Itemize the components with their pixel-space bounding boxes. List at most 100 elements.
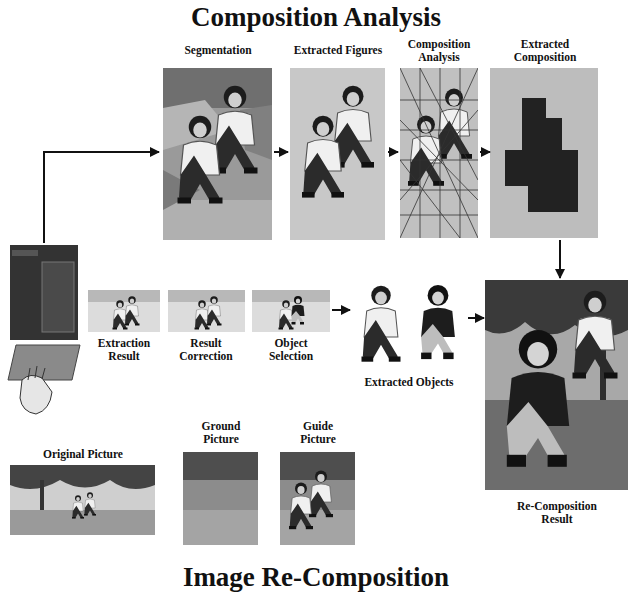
original-picture-part	[40, 480, 44, 510]
flow-arrow	[274, 151, 288, 153]
composition-analysis-picture-part	[400, 68, 478, 238]
composition-analysis-picture-part-part	[400, 68, 478, 238]
label-area: Segmentation	[162, 36, 274, 66]
extracted-objects-figures-part	[421, 285, 455, 359]
guide-picture-part	[309, 470, 333, 517]
picture-label: Object Selection	[253, 337, 329, 363]
ground-picture-part	[183, 452, 258, 545]
extraction-thumbnails-part	[279, 300, 294, 329]
guide-picture	[280, 452, 355, 545]
ground-picture	[183, 452, 258, 545]
flow-arrow	[480, 151, 490, 153]
extraction-thumbnails-part	[252, 290, 330, 332]
segmentation-picture-part	[163, 68, 272, 108]
extraction-thumbnails	[88, 290, 330, 332]
label-area: Guide Picture	[277, 418, 359, 448]
composition-analysis-picture-part-part	[400, 130, 478, 131]
extraction-thumbnails-part	[168, 290, 245, 302]
picture-label: Extraction Result	[87, 337, 161, 363]
extraction-thumbnails-part	[88, 290, 160, 302]
scanner-device-part	[42, 262, 74, 332]
composition-analysis-picture-part	[408, 116, 444, 186]
picture-node: Re-Composition Result	[484, 278, 630, 528]
recomposition-picture-part	[507, 330, 569, 467]
composition-analysis-picture-part-part	[400, 110, 478, 200]
title: Composition Analysis	[0, 2, 632, 33]
picture-node: Ground Picture	[180, 418, 262, 548]
original-picture-part	[10, 465, 155, 489]
recomposition-picture	[485, 280, 628, 490]
picture-label: Guide Picture	[288, 420, 348, 446]
picture-label: Ground Picture	[191, 420, 251, 446]
segmentation-picture	[163, 68, 272, 240]
guide-picture-part	[280, 452, 355, 545]
label-area: Ground Picture	[180, 418, 262, 448]
extraction-thumbnails-part	[252, 290, 330, 302]
picture-node: Segmentation	[162, 36, 274, 240]
label-area: Composition Analysis	[398, 36, 480, 66]
original-picture-part	[10, 510, 155, 535]
label-area: Extraction Result	[86, 334, 162, 366]
segmentation-picture-part	[178, 116, 223, 204]
segmentation-picture-part	[163, 200, 272, 240]
composition-analysis-picture-part-part	[400, 68, 478, 238]
scanner-device	[8, 245, 80, 414]
extraction-thumbnails-part	[168, 290, 245, 332]
picture-node: Extracted Composition	[490, 36, 600, 240]
picture-label: Re-Composition Result	[507, 500, 607, 526]
scanner-device-part	[28, 366, 45, 380]
picture-node: Original Picture	[8, 446, 158, 538]
scanner-device-part	[12, 250, 38, 256]
picture-node: Guide Picture	[277, 418, 359, 548]
label-area: Result Correction	[166, 334, 246, 366]
composition-analysis-picture-part-part	[400, 215, 478, 216]
extracted-figures-picture-part	[290, 68, 385, 240]
recomposition-picture-part	[573, 291, 618, 379]
original-picture-part	[10, 465, 155, 535]
composition-analysis-picture-part-part	[420, 68, 421, 238]
composition-analysis-picture-part-part	[460, 68, 461, 238]
extracted-figures-picture-part	[302, 116, 344, 198]
scanner-device-part	[20, 375, 52, 414]
ground-picture-part	[183, 452, 258, 480]
picture-label: Result Correction	[168, 337, 244, 363]
label-area: Object Selection	[250, 334, 332, 366]
extracted-objects-figures-part	[362, 286, 401, 362]
extracted-figures-picture	[290, 68, 385, 240]
original-picture-part	[72, 495, 84, 518]
picture-label: Segmentation	[184, 44, 251, 57]
segmentation-picture-part	[213, 86, 258, 174]
label-area: Extracted Composition	[490, 36, 600, 66]
extracted-composition-picture-part	[505, 98, 578, 212]
ground-picture-part	[183, 510, 258, 545]
composition-analysis-picture-part-part	[400, 190, 478, 191]
section-heading: Image Re-Composition	[0, 562, 632, 593]
extraction-thumbnails-part	[88, 290, 160, 332]
label-area: Extracted Objects	[350, 374, 468, 392]
composition-analysis-picture	[400, 68, 478, 238]
picture-node: Extraction Result	[86, 288, 162, 366]
flow-arrow	[388, 151, 398, 153]
picture-node: Result Correction	[166, 288, 246, 366]
original-picture-part	[84, 492, 96, 515]
label-area: Original Picture	[8, 446, 158, 464]
segmentation-picture-part	[163, 68, 272, 240]
picture-node: Composition Analysis	[398, 36, 480, 240]
composition-analysis-picture-part-part	[420, 68, 478, 180]
flow-arrow	[468, 317, 484, 319]
scanner-device-part	[8, 345, 80, 380]
recomposition-picture-part	[485, 280, 628, 490]
composition-analysis-picture-part-part	[400, 120, 478, 200]
scanner-device-part	[10, 245, 78, 340]
composition-analysis-picture-part-part	[400, 160, 460, 238]
composition-analysis-picture-part	[400, 68, 478, 238]
picture-node: Object Selection	[250, 288, 332, 366]
label-area: Extracted Figures	[288, 36, 388, 66]
flow-arrow	[559, 240, 561, 278]
guide-picture-part	[289, 482, 313, 529]
original-picture	[10, 465, 155, 535]
extracted-composition-picture	[490, 68, 598, 238]
picture-label: Extracted Composition	[500, 38, 590, 64]
